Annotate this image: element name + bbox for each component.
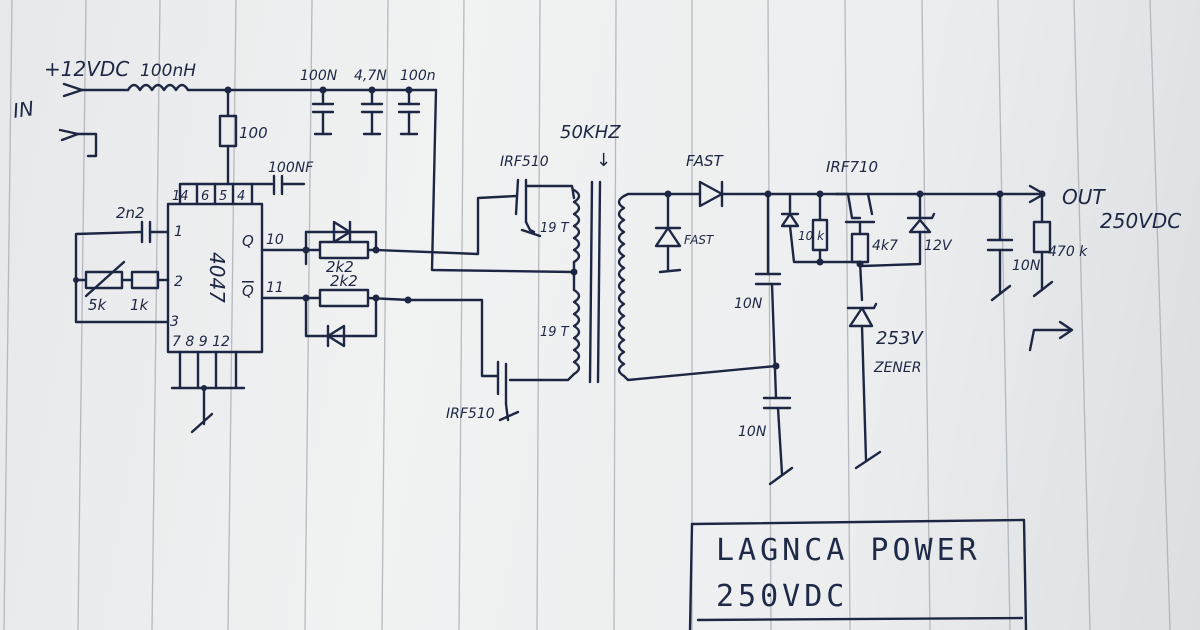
label-cap-10n-c: 10N <box>1012 258 1041 274</box>
label-cap-100n-1: 100N <box>300 68 338 84</box>
label-resistor-2k2-top: 2k2 <box>326 258 354 276</box>
label-fast-shunt: FAST <box>684 233 715 247</box>
schematic-labels: IN +12VDC 100nH 100 100N 4,7N 100n 100NF… <box>11 57 1181 440</box>
ic-pin-5: 5 <box>219 189 227 204</box>
inductor <box>126 83 190 92</box>
label-resistor-100: 100 <box>239 124 268 142</box>
ic-part-number: 4047 <box>205 252 229 303</box>
label-frequency: 50KHZ <box>560 122 621 143</box>
label-cap-10n-b: 10N <box>738 424 767 440</box>
resistor-2k2-bottom <box>318 288 370 308</box>
label-resistor-2k2-bottom: 2k2 <box>330 272 358 290</box>
label-cap-100n-2: 100n <box>400 68 436 84</box>
label-fast-series: FAST <box>686 152 725 170</box>
label-mosfet-bottom: IRF510 <box>446 406 495 422</box>
wiring <box>58 82 1074 630</box>
label-resistor-470k: 470 k <box>1048 244 1088 260</box>
secondary-coil <box>617 194 626 378</box>
ic-pin-14: 14 <box>172 189 189 204</box>
title-line-1: LAGNCA POWER <box>716 533 981 568</box>
label-inductor: 100nH <box>140 61 196 81</box>
transformer-core-2 <box>596 180 602 384</box>
ic-pin-11: 11 <box>266 280 284 296</box>
primary-coil-top <box>572 188 581 264</box>
label-resistor-1k: 1k <box>130 296 150 314</box>
fast-diode-series <box>698 180 724 208</box>
title-box-frame <box>690 518 1028 630</box>
label-mosfet-top: IRF510 <box>500 154 549 170</box>
label-cap-2n2: 2n2 <box>116 204 145 222</box>
resistor-1k <box>130 270 160 290</box>
label-mosfet-out: IRF710 <box>826 158 878 176</box>
ic-output-qbar: Q <box>242 282 254 300</box>
label-in: IN <box>11 96 35 123</box>
zener-253v <box>848 306 874 328</box>
label-supply: +12VDC <box>44 57 129 81</box>
capacitor-100n-1 <box>311 88 335 136</box>
ic-pin-4: 4 <box>237 189 245 204</box>
transformer-core-1 <box>588 180 594 384</box>
label-turns-bottom: 19 T <box>540 325 570 340</box>
input-terminal <box>58 82 130 158</box>
label-resistor-4k7: 4k7 <box>872 238 898 254</box>
ic-pin-3: 3 <box>170 314 179 330</box>
label-out: OUT <box>1062 185 1106 209</box>
diode-gate-bottom <box>326 324 346 348</box>
label-zener-word: ZENER <box>873 360 921 376</box>
label-zener-253v: 253V <box>876 328 924 349</box>
ic-output-q: Q <box>242 232 254 250</box>
label-turns-top: 19 T <box>540 221 570 236</box>
label-cap-4-7n: 4,7N <box>354 68 387 84</box>
resistor-4k7 <box>850 232 870 264</box>
zener-12v <box>908 218 932 234</box>
title-block: LAGNCA POWER 250VDC <box>716 533 981 614</box>
label-zener-12v: 12V <box>924 238 953 254</box>
diode-gate-top <box>332 220 352 244</box>
title-line-2: 250VDC <box>716 579 848 614</box>
ic-pins-bottom: 7 8 9 12 <box>172 334 230 350</box>
primary-coil-bottom <box>572 288 581 376</box>
ic-pin-2: 2 <box>174 274 183 290</box>
label-resistor-10k: 10 k <box>798 229 825 243</box>
capacitor-4-7n <box>360 88 384 136</box>
ic-pin-1: 1 <box>174 224 183 240</box>
paper-rule-lines <box>3 0 1171 630</box>
label-out-voltage: 250VDC <box>1100 209 1181 233</box>
fast-diode-shunt <box>654 226 682 248</box>
ic-pin-6: 6 <box>201 189 209 204</box>
label-cap-100nf: 100NF <box>268 160 314 176</box>
label-pot-5k: 5k <box>88 296 108 314</box>
junction-dots <box>73 86 1046 391</box>
ic-pin-10: 10 <box>266 232 284 248</box>
capacitor-100n-2 <box>397 88 421 136</box>
label-frequency-arrow: ↓ <box>596 150 611 171</box>
label-cap-10n-a: 10N <box>734 296 763 312</box>
resistor-2k2-top <box>318 240 370 260</box>
